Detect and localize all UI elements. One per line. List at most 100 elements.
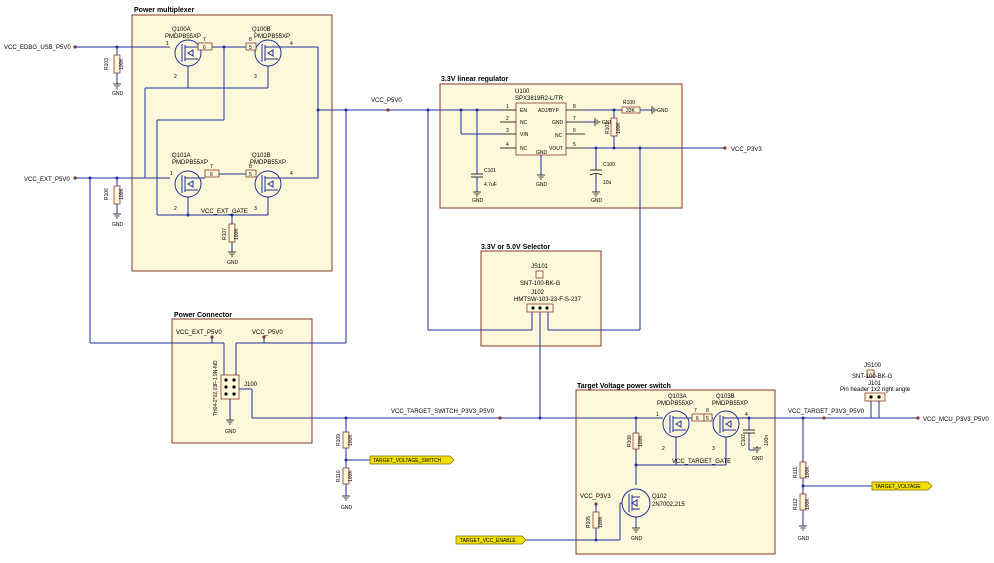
pin-number: 2 — [174, 206, 177, 212]
pin-number: 6 — [696, 416, 699, 422]
pin-number: 5 — [249, 172, 252, 178]
r106-val: 100K — [119, 188, 125, 200]
r103-val: 100K — [119, 58, 125, 70]
selector-title: 3.3V or 5.0V Selector — [481, 244, 551, 251]
q100b-val: PMDPB55XP — [254, 34, 290, 40]
q102-val: 2N7002,215 — [652, 502, 685, 508]
c100-ref: C100 — [603, 162, 615, 168]
connector-pin — [232, 385, 236, 389]
target-voltage-text: TARGET_VOLTAGE — [875, 484, 921, 490]
gnd-label: GND — [752, 456, 764, 462]
j101-val: Pin header 1x2 right angle — [840, 387, 911, 393]
pin-number: 8 — [249, 37, 252, 43]
pin-number: 6 — [210, 172, 213, 178]
pin-number: 3 — [506, 128, 509, 134]
gnd-label: GND — [472, 198, 484, 204]
q102-ref: Q102 — [652, 494, 667, 500]
pin-number: 4 — [290, 41, 293, 47]
q103a-val: PMDPB55XP — [657, 401, 693, 407]
pin-number: 8 — [706, 408, 709, 414]
pin-number: 4 — [745, 412, 748, 418]
q101b-pin-box — [245, 169, 257, 178]
pin-number: 7 — [573, 116, 576, 122]
r103-ref: R103 — [104, 58, 110, 70]
header-pin — [538, 306, 542, 310]
js100-val: SNT-100-BK-G — [852, 374, 893, 380]
port-vcc-target — [822, 416, 826, 420]
power-connector-title: Power Connector — [174, 312, 232, 319]
net-vcc-target-label: VCC_TARGET_P3V3_P5V0 — [788, 409, 865, 415]
pin-number: 8 — [573, 104, 576, 110]
net-vcc-p3v3-label: VCC_P3V3 — [731, 147, 762, 153]
port-vcc-mcu — [916, 416, 920, 420]
pin-number: 2 — [662, 446, 665, 452]
pin-number: 4 — [506, 142, 509, 148]
target-switch-block — [575, 389, 776, 555]
js101-val: SNT-100-BK-G — [520, 281, 561, 287]
r107-val: 100K — [234, 228, 240, 240]
header-pin — [531, 306, 535, 310]
pc-vcc-p5v0-label: VCC_P5V0 — [252, 330, 283, 336]
net-vcc-ext-label: VCC_EXT_P5V0 — [24, 177, 70, 183]
gnd-label: GND — [591, 198, 603, 204]
ground-symbol — [799, 525, 807, 531]
netlabel-target-voltage — [871, 481, 933, 491]
r111-ref: R111 — [793, 467, 799, 478]
capacitor-c100-plate — [589, 173, 603, 176]
connector-pin — [224, 378, 228, 382]
r101-val: 100K — [616, 122, 622, 134]
gnd-label: GND — [798, 536, 810, 542]
gnd-label: GND — [112, 222, 124, 228]
ground-symbol — [342, 495, 350, 501]
junction — [186, 213, 190, 217]
q101a-val: PMDPB55XP — [172, 160, 208, 166]
r107-ref: R107 — [222, 228, 228, 240]
u100-pin-gnd2: GND — [552, 120, 564, 126]
u100-pin-vin: VIN — [520, 132, 529, 138]
u100-pin-nc3: NC — [555, 133, 563, 139]
jumper-js101 — [535, 270, 544, 279]
u100-pin-adj: ADJ/BYP — [538, 108, 560, 114]
pin-number: 1 — [506, 104, 509, 110]
net-vcc-edbg-label: VCC_EDBG_USB_P5V0 — [4, 45, 71, 51]
pin-number: 6 — [203, 45, 206, 51]
ground-symbol — [651, 106, 657, 114]
q100b-pin-box — [245, 42, 257, 51]
netlabel-target-vcc-enable — [455, 535, 527, 545]
ground-symbol — [632, 527, 640, 533]
gnd-label: GND — [536, 182, 548, 188]
pin-number: 7 — [210, 164, 213, 170]
target-vcc-enable-text: TARGET_VCC_ENABLE — [460, 538, 516, 544]
header-pin — [545, 306, 549, 310]
connector-j100 — [220, 374, 240, 400]
pin-number: 7 — [694, 408, 697, 414]
r111-val: 100K — [805, 466, 811, 478]
q103a-ref: Q103A — [668, 394, 687, 400]
q100a-ref: Q100A — [172, 27, 191, 33]
q100a-val: PMDPB55XP — [165, 34, 201, 40]
q100b-ref: Q100B — [252, 27, 271, 33]
header-pin — [877, 395, 881, 399]
target-voltage-switch-text: TARGET_VOLTAGE_SWITCH — [373, 458, 441, 464]
ground-symbol — [594, 118, 600, 126]
linear-regulator-title: 3.3V linear regulator — [441, 76, 509, 83]
q103b-ref: Q103B — [716, 394, 735, 400]
pc-vcc-ext-label: VCC_EXT_P5V0 — [176, 330, 222, 336]
net-vcc-mcu-label: VCC_MCU_P3V3_P5V0 — [923, 417, 989, 423]
net-vcc-ext-gate-label: VCC_EXT_GATE — [201, 209, 248, 215]
c100-val: 10u — [603, 180, 612, 186]
js101-ref: JS101 — [531, 264, 549, 270]
pin-number: 5 — [249, 45, 252, 51]
q103b-val: PMDPB55XP — [712, 401, 748, 407]
u100-pin-en: EN — [520, 108, 527, 114]
netlabel-target-voltage-switch — [369, 455, 455, 465]
r112-val: 100K — [805, 498, 811, 510]
c101-val: 4.7uF — [484, 182, 497, 188]
pin-number: 4 — [290, 171, 293, 177]
connector-pin — [224, 392, 228, 396]
ground-symbol — [473, 191, 481, 197]
pin-number: 1 — [656, 412, 659, 418]
r101-ref: R101 — [605, 122, 611, 134]
gnd-label: GND — [112, 91, 124, 97]
